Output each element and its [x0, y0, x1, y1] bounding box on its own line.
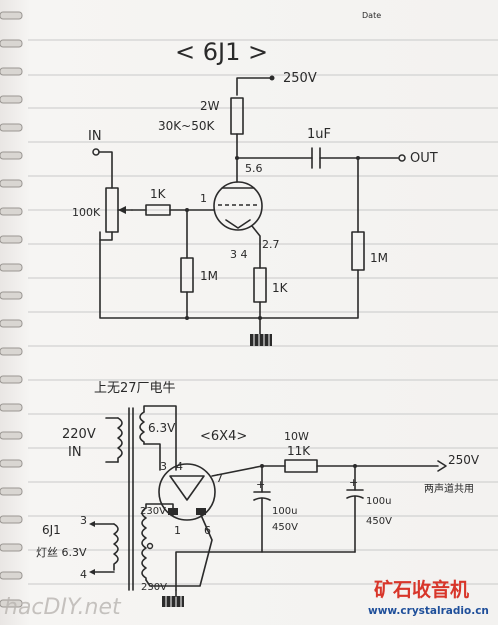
filter-resistor	[284, 459, 318, 473]
rect-pin-1: 1	[174, 524, 181, 537]
input-terminal	[92, 148, 100, 156]
hv-secondary-b: 230V	[141, 582, 167, 593]
heater-label-voltage: 灯丝 6.3V	[36, 546, 87, 559]
cathode-resistor-label: 1K	[272, 281, 289, 295]
hacdiy-logo: hacDIY.net	[4, 595, 122, 620]
plate-resistor	[230, 97, 244, 135]
primary-winding	[117, 417, 123, 463]
plate-resistor-value: 30K~50K	[158, 119, 215, 133]
grid-leak-resistor	[180, 257, 194, 293]
filter-resistor-power: 10W	[284, 430, 309, 443]
ruled-lines	[28, 39, 498, 585]
output-resistor	[351, 231, 365, 271]
grid-pin: 1	[200, 192, 207, 205]
cap2-plus: +	[349, 476, 358, 489]
heater-pin-3: 3	[80, 514, 87, 527]
page-title: < 6J1 >	[175, 38, 268, 66]
output-resistor-label: 1M	[370, 251, 388, 265]
output-note: 两声道共用	[424, 482, 474, 495]
rect-pin-4: 4	[176, 460, 183, 473]
plate-pins: 5.6	[245, 162, 263, 175]
rect-pin-3: 3	[160, 460, 167, 473]
supply-terminal	[269, 75, 275, 81]
cap2-rating: 450V	[366, 516, 392, 527]
output-label: OUT	[410, 151, 438, 166]
watermark-site: 矿石收音机 www.crystalradio.cn	[368, 578, 489, 617]
ground-symbol-2	[162, 596, 184, 607]
heater-pins: 3 4	[230, 248, 248, 261]
secondary-6v3: 6.3V	[148, 421, 176, 435]
output-terminal	[398, 154, 406, 162]
rect-pin-7: 7	[216, 472, 223, 485]
rectifier-tube-label: <6X4>	[200, 429, 247, 444]
heater-winding-6j1	[113, 523, 119, 571]
hv-secondary-a: 230V	[140, 506, 166, 517]
cathode-resistor	[253, 267, 267, 303]
mains-voltage: 220V	[62, 427, 96, 442]
cap1-value: 100u	[272, 506, 297, 517]
date-label: Date	[362, 11, 381, 20]
ground-symbol-1	[250, 334, 272, 346]
circuit-6j1: 250V 2W 30K~50K 1uF OUT 5.6 1M IN 100K	[72, 71, 438, 346]
cathode-pins: 2.7	[262, 238, 280, 251]
supply-voltage: 250V	[283, 71, 317, 86]
coupling-cap-label: 1uF	[307, 127, 331, 142]
site-url: www.crystalradio.cn	[368, 605, 489, 617]
cap2-value: 100u	[366, 496, 391, 507]
grid-leak-label: 1M	[200, 269, 218, 283]
heater-label-tube: 6J1	[42, 523, 61, 537]
cap1-rating: 450V	[272, 522, 298, 533]
input-label: IN	[88, 129, 102, 144]
plate-resistor-power: 2W	[200, 99, 220, 113]
mains-in-label: IN	[68, 445, 82, 460]
tube-6x4-envelope	[158, 463, 216, 521]
pot-label: 100K	[72, 206, 101, 219]
grid-resistor-label: 1K	[150, 187, 167, 201]
transformer-label: 上无27厂电牛	[94, 381, 176, 396]
cap1-plus: +	[256, 478, 265, 491]
circuit-6x4-psu: 上无27厂电牛 220V IN 6.3V <6X4> 3 4 7 1 6 10W…	[36, 381, 480, 607]
heater-pin-4: 4	[80, 568, 87, 581]
hv-winding	[141, 507, 147, 581]
filter-resistor-value: 11K	[287, 444, 311, 458]
heater-winding-rect	[139, 411, 145, 445]
watermark-logo: hacDIY.net	[4, 595, 122, 620]
site-name-cn: 矿石收音机	[374, 578, 469, 601]
tube-6j1-envelope	[213, 181, 263, 231]
output-voltage: 250V	[448, 453, 480, 467]
spiral-binding	[0, 11, 23, 608]
